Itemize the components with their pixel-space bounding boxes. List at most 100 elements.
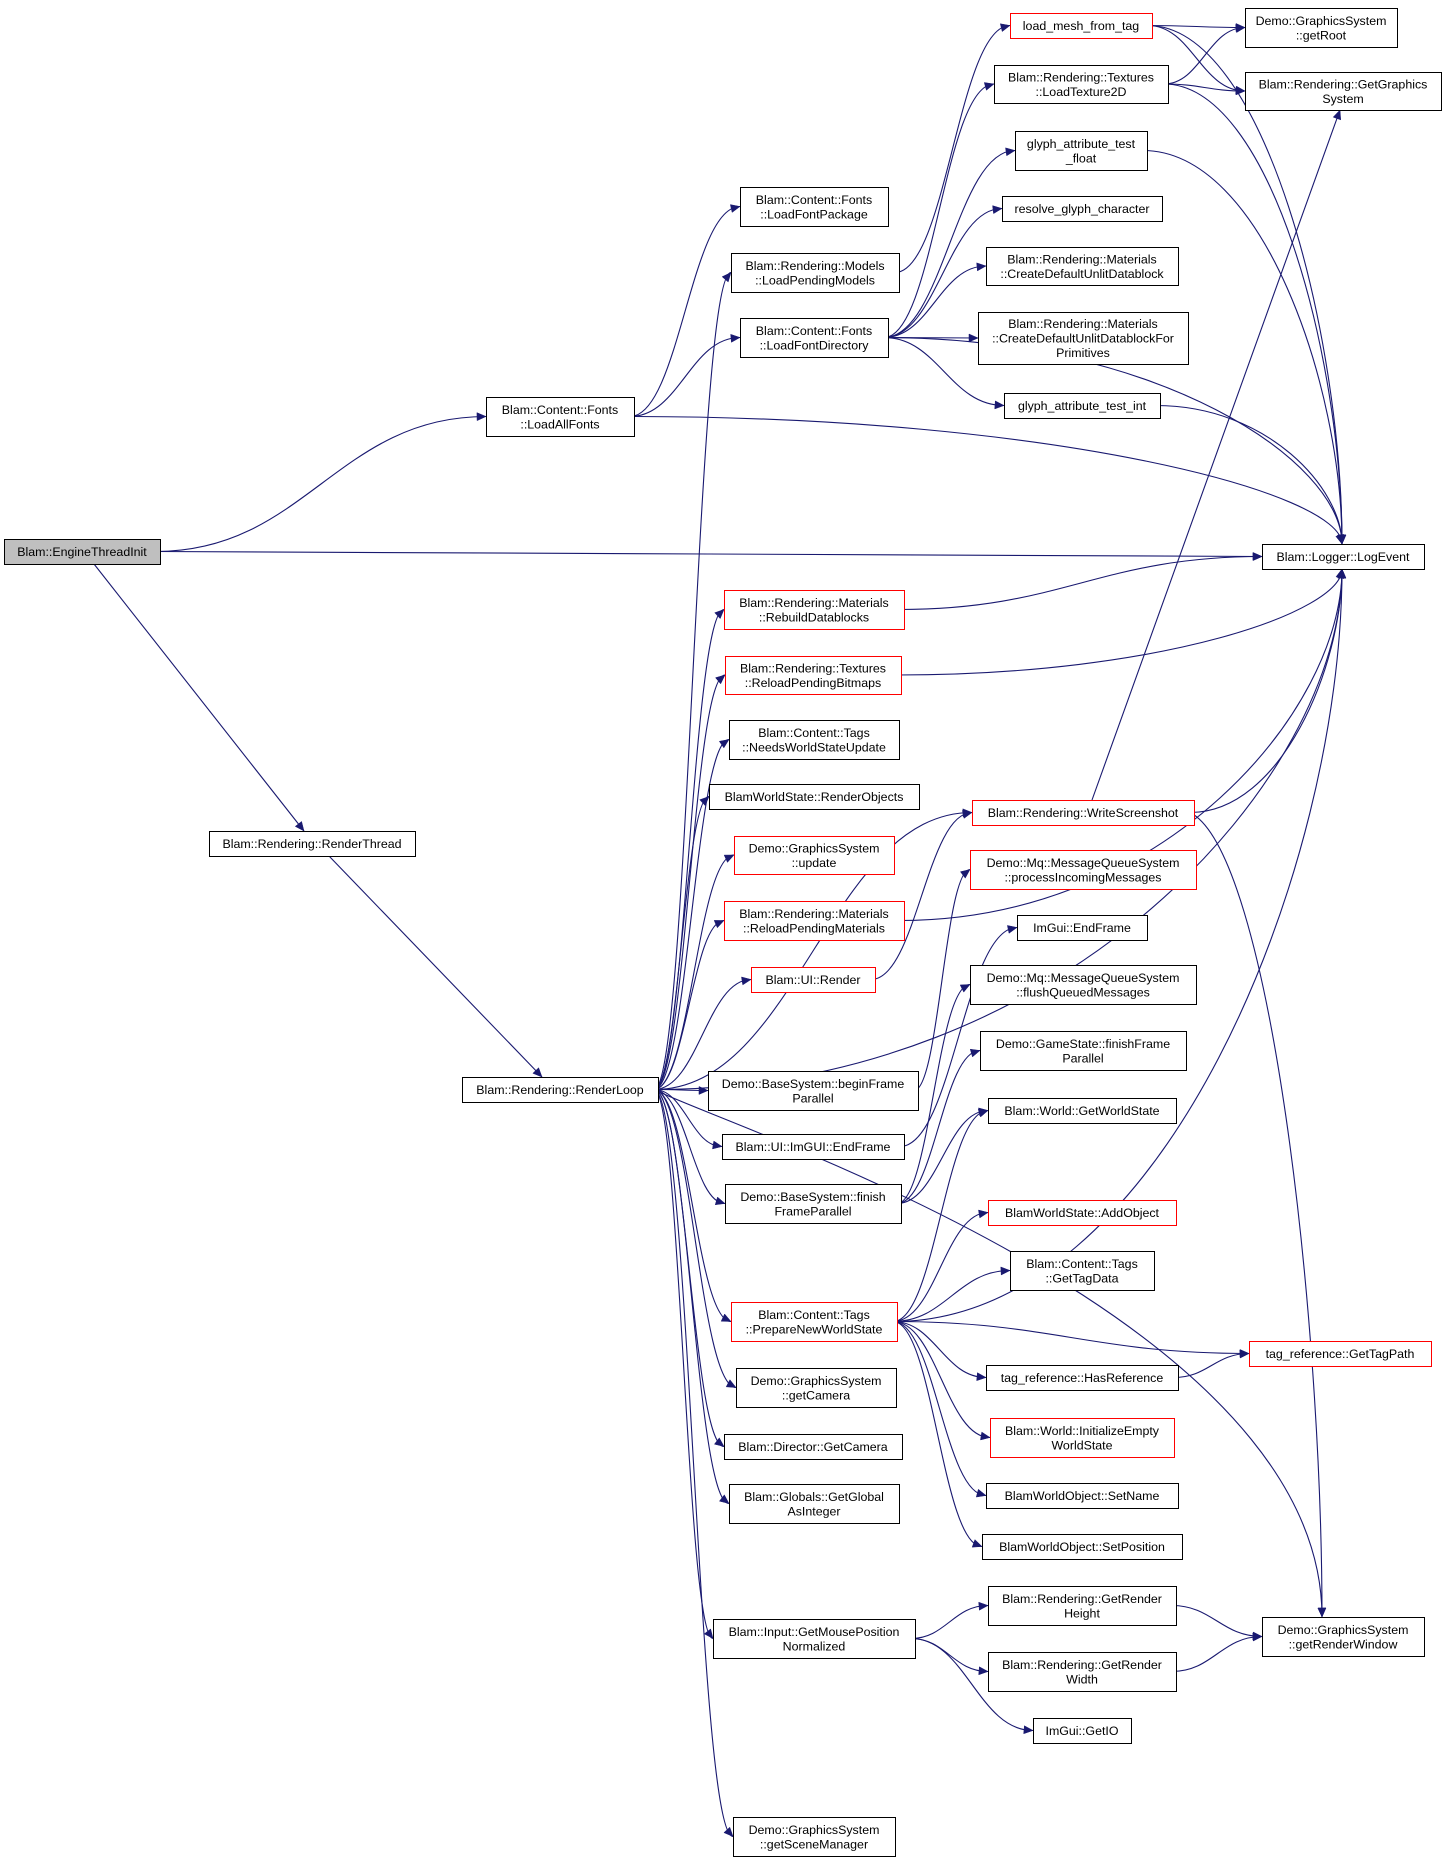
node-layer: Blam::EngineThreadInit Blam::Content::Fon…	[4, 8, 1442, 1857]
node-createUnlit[interactable]: Blam::Rendering::Materials::CreateDefaul…	[986, 247, 1179, 286]
node-loadFontPackage[interactable]: Blam::Content::Fonts::LoadFontPackage	[740, 187, 889, 227]
edge-reloadPendingMaterials-to-logEvent	[899, 568, 1343, 922]
node-rebuildDatablocks[interactable]: Blam::Rendering::Materials::RebuildDatab…	[724, 590, 905, 630]
arrowhead-rebuildDatablocks	[714, 609, 725, 620]
node-label: Blam::Rendering::Models	[745, 259, 884, 273]
edge-loadPendingModels-to-loadMeshFromTag	[894, 24, 1011, 274]
node-label: Blam::Content::Fonts	[756, 193, 872, 207]
arrowhead-getGraphicsSystem	[1235, 86, 1246, 96]
node-getCamera[interactable]: Demo::GraphicsSystem::getCamera	[736, 1368, 897, 1408]
node-box	[1002, 196, 1163, 222]
node-renderObjects[interactable]: BlamWorldState::RenderObjects	[709, 784, 920, 810]
node-label: ::getRenderWindow	[1289, 1637, 1398, 1651]
node-renderThread[interactable]: Blam::Rendering::RenderThread	[209, 831, 416, 857]
node-label: Blam::UI::ImGUI::EndFrame	[736, 1140, 891, 1154]
edge-getRenderHeight-to-getRenderWindow	[1171, 1604, 1263, 1638]
node-gsUpdate[interactable]: Demo::GraphicsSystem::update	[734, 836, 895, 875]
node-imguiEndFrame[interactable]: ImGui::EndFrame	[1017, 915, 1148, 941]
node-reloadPendingMaterials[interactable]: Blam::Rendering::Materials::ReloadPendin…	[724, 901, 905, 941]
node-box	[709, 784, 920, 810]
node-addObject[interactable]: BlamWorldState::AddObject	[988, 1200, 1177, 1226]
arrowhead-setPosition	[971, 1539, 983, 1548]
arrowhead-getTagPath	[1239, 1349, 1250, 1359]
node-getTagPath[interactable]: tag_reference::GetTagPath	[1249, 1341, 1432, 1367]
node-uiRender[interactable]: Blam::UI::Render	[751, 967, 876, 993]
node-label: glyph_attribute_test	[1027, 137, 1136, 151]
edge-renderLoop-to-reloadPendingBitmaps	[653, 674, 726, 1091]
node-createUnlitPrim[interactable]: Blam::Rendering::Materials::CreateDefaul…	[978, 312, 1189, 365]
node-getSceneManager[interactable]: Demo::GraphicsSystem::getSceneManager	[733, 1817, 896, 1857]
node-label: Blam::World::InitializeEmpty	[1005, 1424, 1160, 1438]
node-label: ::LoadFontPackage	[760, 207, 868, 221]
node-glyphInt[interactable]: glyph_attribute_test_int	[1004, 393, 1161, 419]
node-root[interactable]: Blam::EngineThreadInit	[4, 539, 161, 565]
arrowhead-initializeEmpty	[980, 1431, 991, 1441]
node-reloadPendingBitmaps[interactable]: Blam::Rendering::Textures::ReloadPending…	[725, 656, 902, 695]
node-getWorldState[interactable]: Blam::World::GetWorldState	[988, 1098, 1177, 1124]
node-renderLoop[interactable]: Blam::Rendering::RenderLoop	[462, 1077, 659, 1103]
node-loadPendingModels[interactable]: Blam::Rendering::Models::LoadPendingMode…	[731, 253, 900, 293]
arrowhead-getTagData	[1000, 1266, 1011, 1276]
node-getRenderWindow[interactable]: Demo::GraphicsSystem::getRenderWindow	[1262, 1617, 1425, 1657]
node-logEvent[interactable]: Blam::Logger::LogEvent	[1262, 544, 1425, 570]
node-label: ::LoadPendingModels	[755, 273, 875, 287]
edge-renderLoop-to-getMousePosition	[653, 1088, 714, 1640]
edge-renderLoop-to-getGlobalAsInteger	[653, 1088, 730, 1505]
arrowhead-getGraphicsSystem	[1332, 109, 1341, 121]
edge-glyphFloat-to-logEvent	[1142, 149, 1343, 545]
node-box	[724, 1434, 903, 1460]
node-label: ::LoadAllFonts	[520, 417, 599, 431]
arrowhead-hasReference	[976, 1372, 987, 1382]
edge-renderLoop-to-writeScreenshot	[653, 811, 973, 1091]
node-box	[729, 720, 900, 760]
node-uiImguiEndFrame[interactable]: Blam::UI::ImGUI::EndFrame	[722, 1134, 905, 1160]
node-prepareNewWorldState[interactable]: Blam::Content::Tags::PrepareNewWorldStat…	[731, 1302, 898, 1342]
node-loadFontDirectory[interactable]: Blam::Content::Fonts::LoadFontDirectory	[740, 318, 889, 358]
arrowhead-imguiEndFrame	[1007, 925, 1018, 934]
node-box	[708, 1071, 919, 1111]
node-resolveGlyph[interactable]: resolve_glyph_character	[1002, 196, 1163, 222]
edge-getRenderWidth-to-getRenderWindow	[1171, 1635, 1263, 1673]
node-getRoot[interactable]: Demo::GraphicsSystem::getRoot	[1245, 8, 1398, 48]
node-label: Demo::Mq::MessageQueueSystem	[987, 856, 1180, 870]
node-label: Demo::GraphicsSystem	[751, 1374, 882, 1388]
arrowhead-reloadPendingBitmaps	[715, 674, 726, 685]
node-loadTexture2D[interactable]: Blam::Rendering::Textures::LoadTexture2D	[994, 65, 1169, 104]
edge-reloadPendingBitmaps-to-logEvent	[896, 568, 1343, 676]
node-label: Demo::BaseSystem::beginFrame	[722, 1077, 905, 1091]
node-directorGetCamera[interactable]: Blam::Director::GetCamera	[724, 1434, 903, 1460]
node-hasReference[interactable]: tag_reference::HasReference	[986, 1365, 1179, 1391]
node-flushQueued[interactable]: Demo::Mq::MessageQueueSystem::flushQueue…	[970, 965, 1197, 1005]
node-glyphFloat[interactable]: glyph_attribute_test_float	[1015, 131, 1148, 171]
node-getIO[interactable]: ImGui::GetIO	[1033, 1718, 1132, 1744]
node-getTagData[interactable]: Blam::Content::Tags::GetTagData	[1010, 1251, 1155, 1291]
arrowhead-addObject	[978, 1209, 989, 1219]
node-needsWorldStateUpdate[interactable]: Blam::Content::Tags::NeedsWorldStateUpda…	[729, 720, 900, 760]
node-label: glyph_attribute_test_int	[1018, 399, 1147, 413]
node-box	[1017, 915, 1148, 941]
arrowhead-logEvent	[1252, 552, 1263, 561]
arrowhead-gameStateFinish	[969, 1048, 981, 1058]
node-setPosition[interactable]: BlamWorldObject::SetPosition	[982, 1534, 1183, 1560]
node-box	[740, 187, 889, 227]
edge-loadAllFonts-to-loadFontDirectory	[629, 336, 741, 418]
node-box	[722, 1134, 905, 1160]
node-loadAllFonts[interactable]: Blam::Content::Fonts::LoadAllFonts	[486, 397, 635, 437]
node-loadMeshFromTag[interactable]: load_mesh_from_tag	[1010, 13, 1153, 39]
node-setName[interactable]: BlamWorldObject::SetName	[986, 1483, 1179, 1509]
node-processIncoming[interactable]: Demo::Mq::MessageQueueSystem::processInc…	[970, 850, 1197, 890]
edge-renderThread-to-renderLoop	[328, 855, 543, 1078]
node-writeScreenshot[interactable]: Blam::Rendering::WriteScreenshot	[972, 800, 1195, 826]
node-box	[731, 253, 900, 293]
edge-renderLoop-to-getCamera	[653, 1088, 737, 1389]
edge-renderLoop-to-loadPendingModels	[653, 271, 732, 1091]
